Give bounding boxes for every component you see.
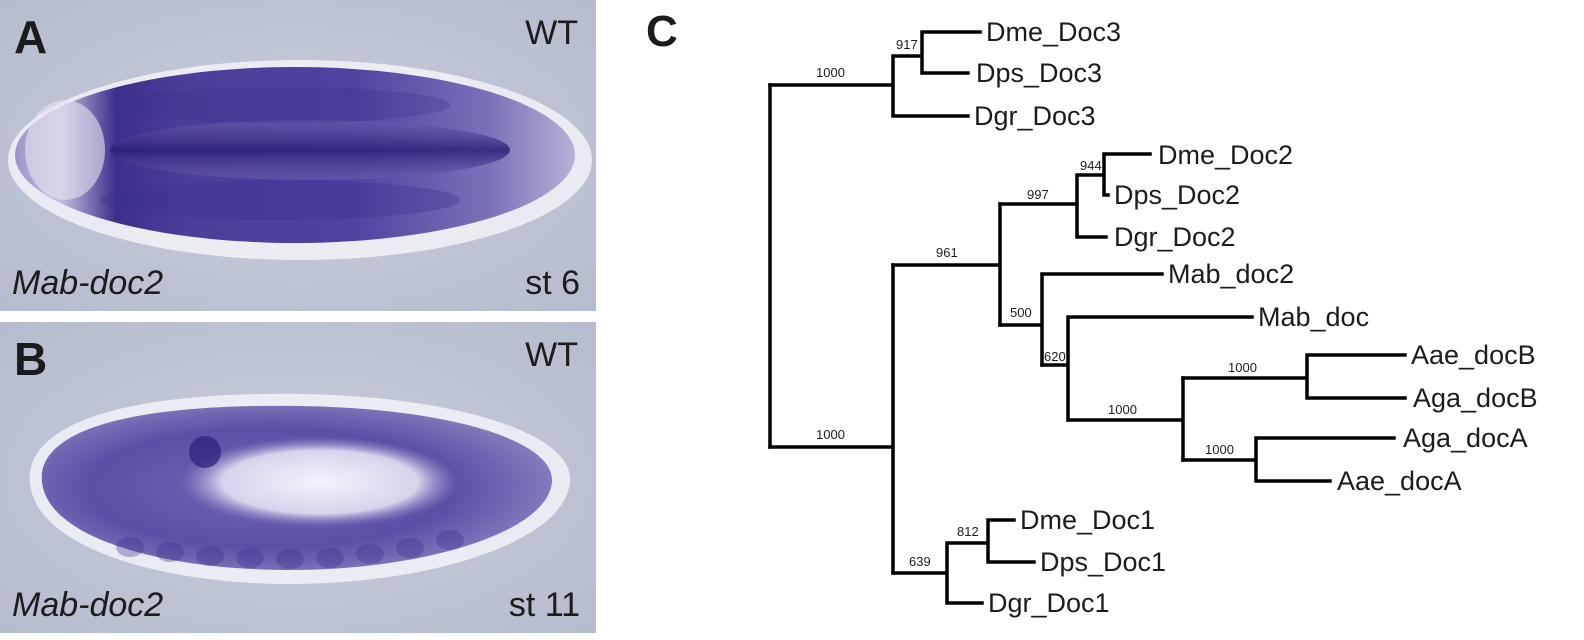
bootstrap-value: 997 [1027, 187, 1049, 202]
panel-b-letter: B [14, 333, 48, 385]
leaf-label: Dme_Doc2 [1158, 140, 1293, 170]
panel-a-genotype: WT [525, 14, 578, 52]
leaf-label: Aga_docB [1413, 383, 1538, 413]
tree-branches [768, 30, 1407, 605]
panel-a-stage: st 6 [525, 264, 580, 302]
bootstrap-value: 917 [896, 37, 918, 52]
bootstrap-value: 500 [1010, 305, 1032, 320]
leaf-label: Dme_Doc3 [986, 17, 1121, 47]
bootstrap-value: 1000 [1205, 442, 1234, 457]
panel-b-genotype: WT [525, 336, 578, 374]
bootstrap-value: 620 [1044, 349, 1066, 364]
leaf-label: Dme_Doc1 [1020, 505, 1155, 535]
panel-b-stage: st 11 [508, 586, 580, 624]
leaf-label: Aae_docA [1337, 466, 1462, 496]
bootstrap-value: 1000 [1108, 402, 1137, 417]
embryo-photo-b: B WT Mab-doc2 st 11 [0, 322, 596, 633]
leaf-label: Mab_doc [1258, 302, 1369, 332]
phylogenetic-tree: Dme_Doc3 Dps_Doc3 Dgr_Doc3 Dme_Doc2 Dps_… [768, 17, 1538, 618]
leaf-label: Dgr_Doc2 [1114, 222, 1236, 252]
bootstrap-value: 1000 [816, 65, 845, 80]
panel-a-letter: A [14, 11, 48, 63]
leaf-label: Dps_Doc2 [1114, 180, 1240, 210]
panel-b-gene: Mab-doc2 [12, 586, 164, 624]
leaf-label: Aae_docB [1411, 340, 1536, 370]
bootstrap-value: 1000 [1228, 360, 1257, 375]
bootstrap-value: 944 [1080, 158, 1102, 173]
panel-c-letter: C [646, 7, 678, 56]
leaf-label: Dgr_Doc1 [988, 588, 1110, 618]
leaf-label: Mab_doc2 [1168, 259, 1294, 289]
leaf-label: Dps_Doc3 [976, 58, 1102, 88]
bootstrap-value: 1000 [816, 427, 845, 442]
bootstrap-values: 1000 917 997 944 961 500 620 1000 1000 1… [816, 37, 1257, 569]
leaf-label: Aga_docA [1403, 423, 1528, 453]
bootstrap-value: 961 [936, 245, 958, 260]
embryo-image-b [0, 322, 596, 633]
embryo-image-a [0, 0, 596, 311]
bootstrap-value: 812 [957, 524, 979, 539]
leaf-labels: Dme_Doc3 Dps_Doc3 Dgr_Doc3 Dme_Doc2 Dps_… [974, 17, 1538, 618]
panel-a-gene: Mab-doc2 [12, 264, 164, 302]
bootstrap-value: 639 [909, 554, 931, 569]
leaf-label: Dgr_Doc3 [974, 101, 1096, 131]
leaf-label: Dps_Doc1 [1040, 547, 1166, 577]
embryo-photo-a: A WT Mab-doc2 st 6 [0, 0, 596, 311]
